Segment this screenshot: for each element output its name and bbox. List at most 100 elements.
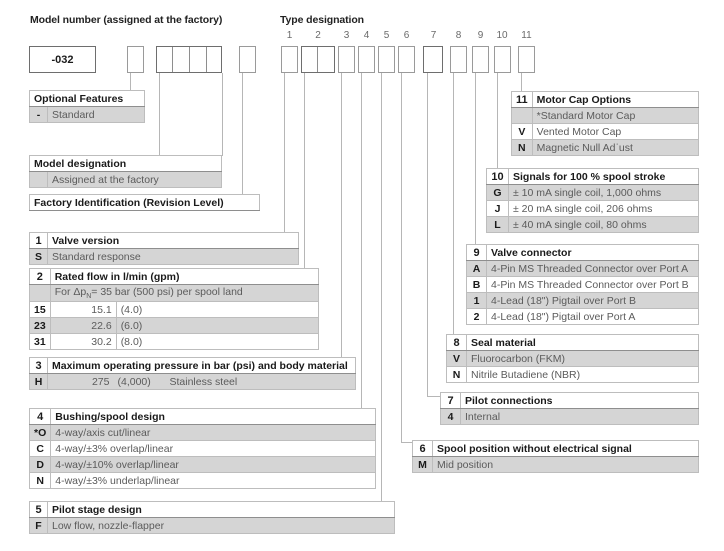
model-number-heading: Model number (assigned at the factory) xyxy=(30,14,223,26)
table-row[interactable]: L ± 40 mA single coil, 80 ohms xyxy=(486,216,699,233)
row-text: 4-Pin MS Threaded Connector over Port A xyxy=(486,260,699,277)
row-key: N xyxy=(446,366,467,383)
type-box-11[interactable] xyxy=(518,46,535,73)
section-number: 5 xyxy=(29,501,48,518)
table-row[interactable]: J ± 20 mA single coil, 206 ohms xyxy=(486,200,699,217)
type-box-6[interactable] xyxy=(398,46,415,73)
type-box-3[interactable] xyxy=(338,46,355,73)
table-row[interactable]: 15 15.1 (4.0) xyxy=(29,301,320,319)
leader-model-designation-v2 xyxy=(222,73,223,156)
table-signals: 10 Signals for 100 % spool stroke G ± 10… xyxy=(486,168,699,233)
table-row[interactable]: - Standard xyxy=(29,106,145,123)
table-row[interactable]: 31 30.2 (8.0) xyxy=(29,333,320,351)
row-key: H xyxy=(29,373,48,390)
leader-col6-h xyxy=(401,442,413,443)
type-box-7[interactable] xyxy=(423,46,443,73)
table-row: Model designation xyxy=(29,155,222,172)
table-row[interactable]: 23 22.6 (6.0) xyxy=(29,317,320,335)
row-value: 15.1 xyxy=(49,301,117,319)
model-designation-divider-2 xyxy=(189,47,190,72)
type-box-10[interactable] xyxy=(494,46,511,73)
table-model-designation: Model designation Assigned at the factor… xyxy=(29,155,222,188)
model-designation-divider-1 xyxy=(172,47,173,72)
row-key: *O xyxy=(28,424,52,441)
type-box-2-divider xyxy=(317,47,318,72)
table-row: 9 Valve connector xyxy=(466,244,699,261)
type-box-2[interactable] xyxy=(301,46,335,73)
row-text: Standard xyxy=(47,106,145,123)
table-row[interactable]: G ± 10 mA single coil, 1,000 ohms xyxy=(486,184,699,201)
table-row[interactable]: V Fluorocarbon (FKM) xyxy=(446,350,699,367)
leader-col11-v xyxy=(521,73,522,97)
row-paren: (8.0) xyxy=(116,333,320,351)
table-row[interactable]: C 4-way/±3% overlap/linear xyxy=(28,440,376,457)
row-text: 4-Pin MS Threaded Connector over Port B xyxy=(486,276,699,293)
leader-col2-v xyxy=(304,73,305,269)
table-row[interactable]: N Nitrile Butadiene (NBR) xyxy=(446,366,699,383)
table-row[interactable]: D 4-way/±10% overlap/linear xyxy=(28,456,376,473)
row-key: V xyxy=(511,123,533,140)
row-key-empty xyxy=(29,283,51,303)
table-row[interactable]: *Standard Motor Cap xyxy=(511,107,700,124)
table-row[interactable]: A 4-Pin MS Threaded Connector over Port … xyxy=(466,260,699,277)
model-designation-title: Model designation xyxy=(29,155,222,172)
section-number: 4 xyxy=(28,408,52,425)
row-key: S xyxy=(29,248,48,265)
factory-identification-box[interactable] xyxy=(239,46,256,73)
rated-flow-title: Rated flow in l/min (gpm) xyxy=(49,268,320,285)
table-row[interactable]: N 4-way/±3% underlap/linear xyxy=(28,472,376,489)
row-paren: (4.0) xyxy=(116,301,320,319)
type-box-5[interactable] xyxy=(378,46,395,73)
table-row: 7 Pilot connections xyxy=(440,392,699,409)
table-row[interactable]: Assigned at the factory xyxy=(29,171,222,188)
row-key: C xyxy=(28,440,52,457)
row-text: Stainless steel xyxy=(165,373,356,390)
table-row[interactable]: *O 4-way/axis cut/linear xyxy=(28,424,376,441)
column-number-9: 9 xyxy=(477,30,484,41)
table-row[interactable]: F Low flow, nozzle-flapper xyxy=(29,517,395,534)
row-text: *Standard Motor Cap xyxy=(531,107,700,124)
table-pilot-stage: 5 Pilot stage design F Low flow, nozzle-… xyxy=(29,501,395,534)
model-code-value: -032 xyxy=(51,54,74,66)
section-number: 2 xyxy=(29,268,51,285)
row-value: 22.6 xyxy=(49,317,117,335)
model-code-box[interactable]: -032 xyxy=(29,46,96,73)
row-text: Standard response xyxy=(47,248,299,265)
optional-features-box[interactable] xyxy=(127,46,144,73)
type-box-1[interactable] xyxy=(281,46,298,73)
table-row: 1 Valve version xyxy=(29,232,299,249)
leader-col7-v xyxy=(427,73,428,396)
row-text: 4-Lead (18") Pigtail over Port A xyxy=(486,308,699,325)
table-row[interactable]: 2 4-Lead (18") Pigtail over Port A xyxy=(466,308,699,325)
row-text: 4-way/±10% overlap/linear xyxy=(50,456,376,473)
row-text: Mid position xyxy=(432,456,699,473)
table-row: 2 Rated flow in l/min (gpm) xyxy=(29,268,320,285)
row-value: 30.2 xyxy=(49,333,117,351)
table-row[interactable]: H 275 (4,000) Stainless steel xyxy=(29,373,356,390)
row-key: 15 xyxy=(29,301,51,319)
table-row: 4 Bushing/spool design xyxy=(28,408,376,425)
table-spool-position: 6 Spool position without electrical sign… xyxy=(412,440,699,473)
column-number-7: 7 xyxy=(430,30,437,41)
column-number-6: 6 xyxy=(403,30,410,41)
optional-features-title: Optional Features xyxy=(29,90,145,107)
row-key xyxy=(29,171,48,188)
column-number-4: 4 xyxy=(363,30,370,41)
row-key: V xyxy=(446,350,467,367)
row-text: 4-way/±3% underlap/linear xyxy=(50,472,376,489)
table-row[interactable]: V Vented Motor Cap xyxy=(511,123,700,140)
row-text: ± 20 mA single coil, 206 ohms xyxy=(508,200,699,217)
table-row[interactable]: 4 Internal xyxy=(440,408,699,425)
table-row[interactable]: 1 4-Lead (18") Pigtail over Port B xyxy=(466,292,699,309)
type-box-9[interactable] xyxy=(472,46,489,73)
table-row[interactable]: N Magnetic Null Adˈust xyxy=(511,139,700,156)
row-text: Internal xyxy=(460,408,699,425)
table-row[interactable]: M Mid position xyxy=(412,456,699,473)
table-row[interactable]: S Standard response xyxy=(29,248,299,265)
leader-col6-v xyxy=(401,73,402,442)
row-key: 2 xyxy=(466,308,487,325)
type-box-4[interactable] xyxy=(358,46,375,73)
table-row[interactable]: B 4-Pin MS Threaded Connector over Port … xyxy=(466,276,699,293)
type-box-8[interactable] xyxy=(450,46,467,73)
